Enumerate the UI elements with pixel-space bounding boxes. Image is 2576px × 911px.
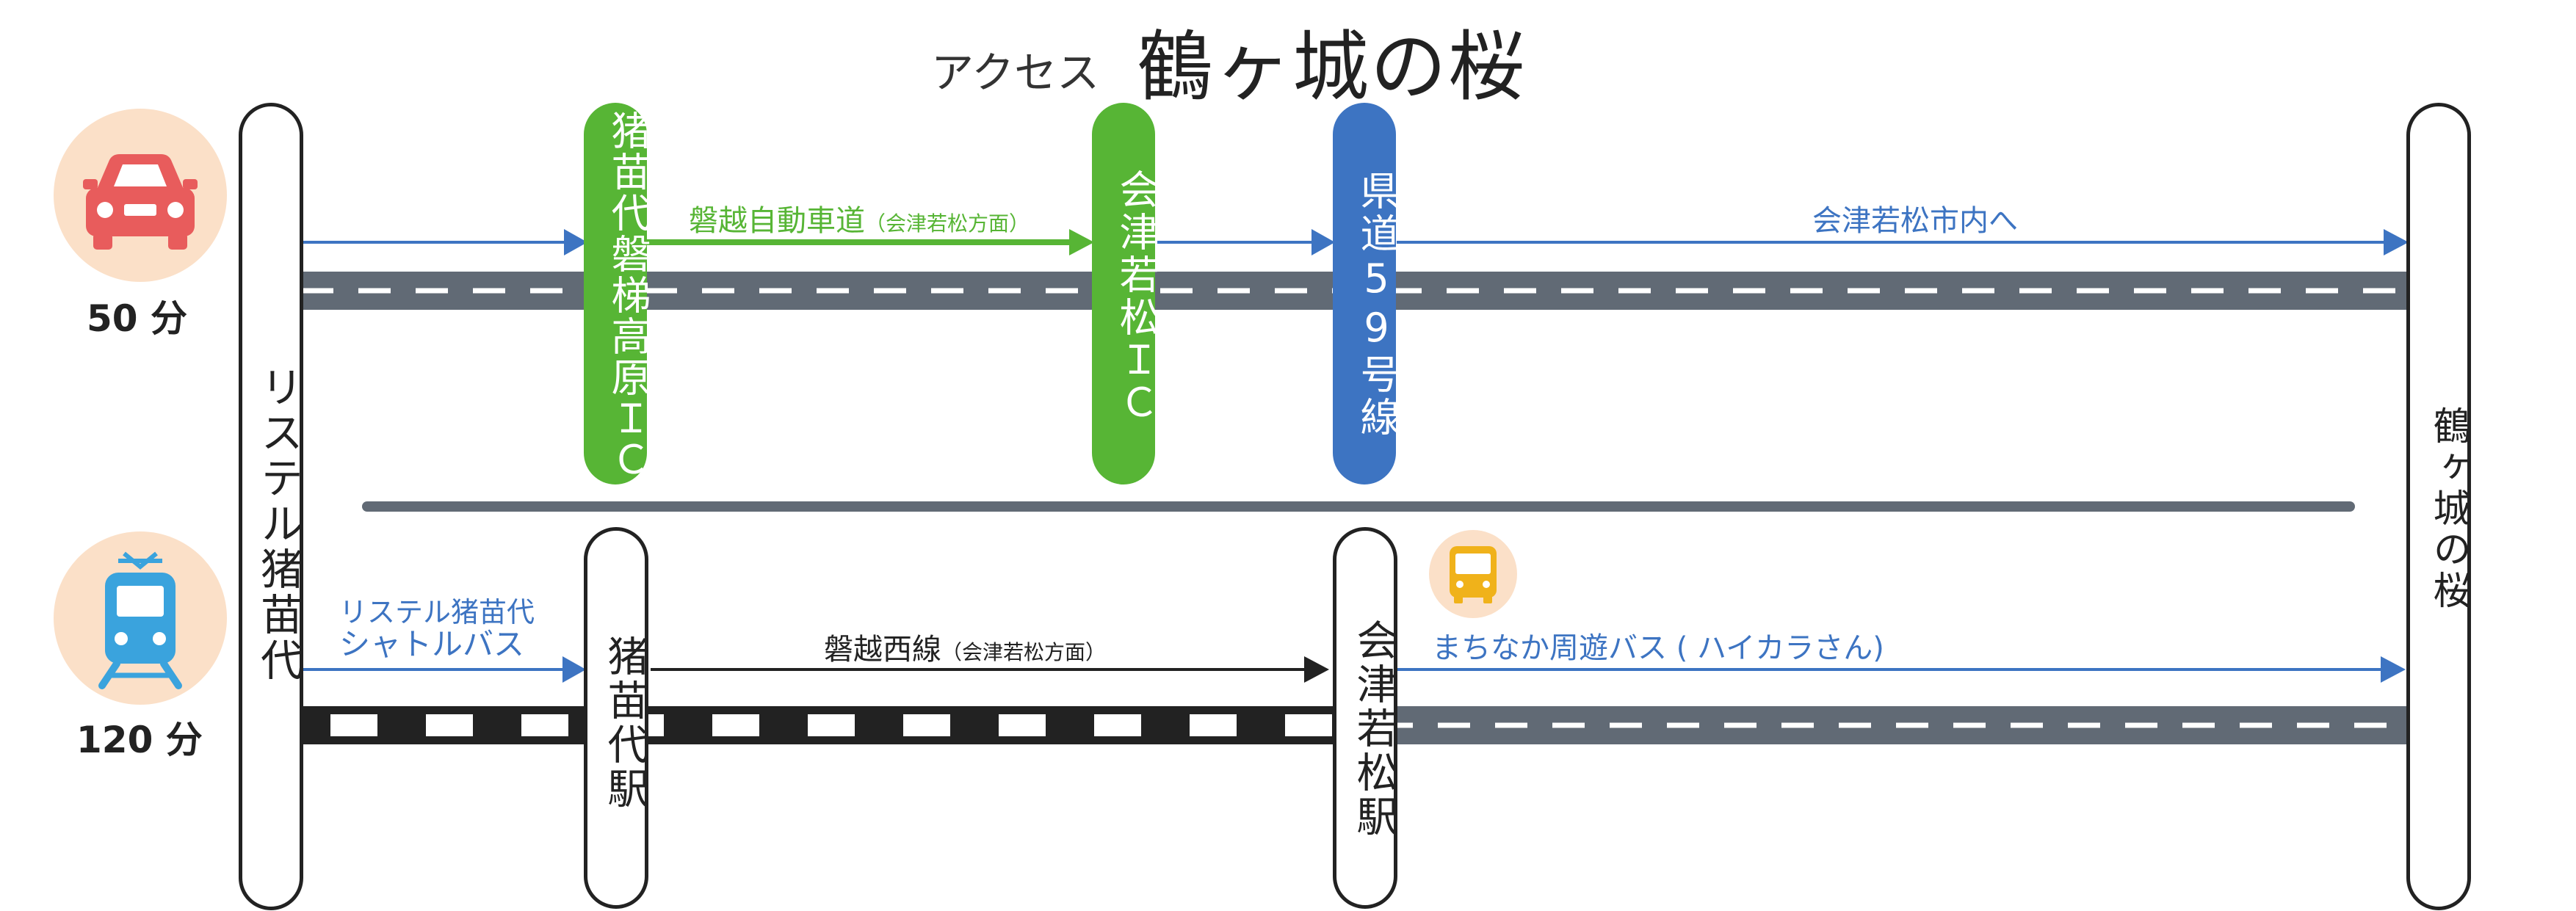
station1-label: 猪苗代駅 — [601, 635, 648, 811]
train-time: 120 分 — [76, 719, 203, 761]
arrowhead — [1311, 229, 1335, 255]
ic1-label: 猪苗代磐梯高原ＩＣ — [604, 110, 651, 480]
ic2-pill: 会津若松ＩＣ — [1092, 103, 1159, 484]
city-label: 会津若松市内へ — [1812, 204, 2018, 238]
car-icon-circle — [54, 109, 227, 282]
arrowhead — [1069, 229, 1094, 255]
shuttle-label: リステル猪苗代 シャトルバス — [339, 596, 535, 662]
bus-icon-circle — [1429, 530, 1517, 618]
origin-pill: リステル猪苗代 — [239, 103, 303, 910]
ic1-pill: 猪苗代磐梯高原ＩＣ — [584, 103, 651, 484]
origin-label: リステル猪苗代 — [253, 365, 303, 683]
arrowhead — [564, 229, 587, 255]
arrowhead — [2381, 656, 2406, 683]
station1-pill: 猪苗代駅 — [584, 527, 648, 909]
destination-label: 鶴ヶ城の桜 — [2426, 406, 2470, 611]
highway-label: 磐越自動車道（会津若松方面） — [689, 204, 1030, 238]
train-icon-circle — [54, 531, 227, 705]
line-label: 磐越西線（会津若松方面） — [824, 633, 1107, 667]
route59-pill: 県道59号線 — [1333, 103, 1400, 484]
bus-icon — [1450, 546, 1497, 603]
car-time: 50 分 — [87, 297, 187, 340]
destination-pill: 鶴ヶ城の桜 — [2406, 103, 2471, 910]
arrowhead — [2384, 229, 2409, 255]
car-icon — [83, 154, 198, 250]
station2-label: 会津若松駅 — [1350, 619, 1397, 839]
title-sub: アクセス — [931, 48, 1100, 98]
bus-label: まちなか周遊バス ( ハイカラさん) — [1432, 631, 1884, 665]
arrowhead — [562, 656, 586, 683]
station2-pill: 会津若松駅 — [1333, 527, 1397, 909]
ic2-label: 会津若松ＩＣ — [1112, 169, 1159, 424]
arrowhead — [1304, 656, 1329, 683]
route59-label: 県道59号線 — [1353, 170, 1400, 439]
train-icon — [98, 551, 182, 689]
page-title: 鶴ヶ城の桜 — [1137, 22, 1527, 112]
